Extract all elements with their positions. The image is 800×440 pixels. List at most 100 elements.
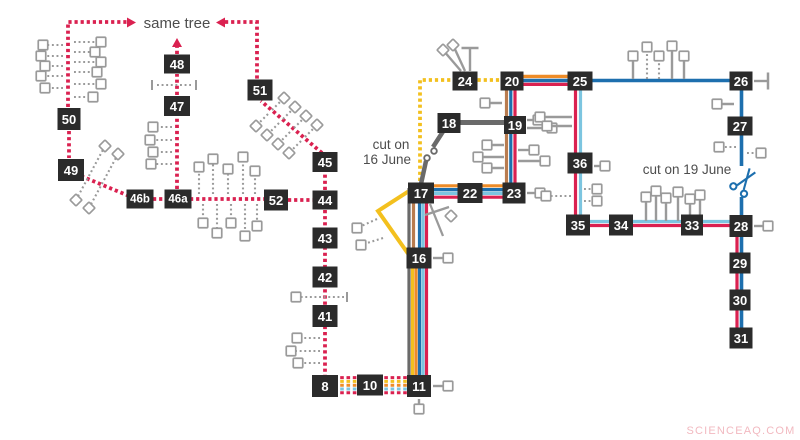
- node-label: 42: [318, 270, 332, 285]
- node-box: [500, 71, 524, 91]
- leaf-square: [641, 41, 653, 53]
- node-label: 36: [573, 156, 587, 171]
- node-label: 46b: [130, 194, 150, 206]
- leaf-square: [225, 217, 237, 229]
- leaf-diamond: [282, 146, 296, 160]
- node-46b: 46b: [126, 189, 154, 209]
- node-34: 34: [609, 214, 633, 236]
- leaf-square: [95, 56, 107, 68]
- annotation-same-tree: same tree: [144, 15, 211, 32]
- leaf-square: [528, 144, 540, 156]
- node-16: 16: [406, 247, 432, 269]
- leaf-square: [599, 160, 611, 172]
- node-label: 28: [734, 219, 748, 234]
- node-box: [504, 116, 526, 134]
- leaf-square: [666, 40, 678, 52]
- leaf-square: [640, 191, 652, 203]
- arrowhead-left-icon: [216, 17, 225, 28]
- leaf-square: [591, 183, 603, 195]
- node-36: 36: [567, 152, 593, 174]
- leaf-square: [660, 192, 672, 204]
- node-20: 20: [500, 71, 524, 91]
- node-box: [164, 189, 192, 209]
- node-box: [437, 113, 461, 133]
- node-box: [312, 190, 338, 210]
- node-box: [729, 289, 751, 311]
- leaf-diamond: [111, 147, 125, 161]
- leaf-square: [481, 139, 493, 151]
- leaf-diamond: [277, 91, 291, 105]
- leaf-square: [541, 120, 553, 132]
- node-box: [264, 189, 288, 211]
- leaf-square: [678, 50, 690, 62]
- node-18: 18: [437, 113, 461, 133]
- leaf-square: [540, 190, 552, 202]
- connection-line-red: [80, 174, 130, 198]
- node-30: 30: [729, 289, 751, 311]
- node-label: 41: [318, 309, 332, 324]
- leaf-square: [144, 134, 156, 146]
- leaf-square: [413, 403, 425, 415]
- node-label: 20: [505, 74, 519, 89]
- connection-line-red: [259, 99, 324, 155]
- node-box: [502, 182, 526, 204]
- connection-line-red: [66, 20, 127, 107]
- leaf-square: [39, 60, 51, 72]
- leaf-square: [627, 50, 639, 62]
- leaf-square: [35, 70, 47, 82]
- node-box: [312, 227, 338, 249]
- node-label: 33: [685, 218, 699, 233]
- connection-line-dgray: [418, 160, 429, 185]
- node-box: [729, 215, 753, 237]
- node-label: 24: [458, 74, 473, 89]
- leaf-square: [197, 217, 209, 229]
- node-24: 24: [452, 71, 478, 91]
- leaf-square: [91, 66, 103, 78]
- node-23: 23: [502, 182, 526, 204]
- node-48: 48: [164, 54, 190, 74]
- node-43: 43: [312, 227, 338, 249]
- node-box: [164, 54, 190, 74]
- node-box: [126, 189, 154, 209]
- node-label: 30: [733, 293, 747, 308]
- node-label: 51: [253, 83, 267, 98]
- node-box: [681, 214, 703, 236]
- node-box: [457, 183, 483, 203]
- leaf-square: [193, 161, 205, 173]
- node-label: 27: [733, 119, 747, 134]
- watermark: SCIENCEAQ.COM: [686, 425, 795, 437]
- connection-line-gold: [375, 189, 411, 257]
- node-45: 45: [312, 152, 338, 172]
- node-label: 17: [414, 186, 428, 201]
- arrowhead-right-icon: [127, 17, 136, 28]
- leaf-diamond: [271, 137, 285, 151]
- leaf-diamond: [260, 128, 274, 142]
- leaf-square: [95, 36, 107, 48]
- leaf-square: [713, 141, 725, 153]
- leaf-stalk-dotted: [75, 145, 106, 201]
- node-label: 44: [318, 193, 333, 208]
- leaf-square: [291, 332, 303, 344]
- node-49: 49: [58, 159, 84, 181]
- node-label: 19: [508, 118, 522, 133]
- node-box: [357, 374, 383, 396]
- leaf-diamond: [98, 139, 112, 153]
- connection-line-gray: [424, 205, 450, 217]
- leaf-square: [87, 91, 99, 103]
- node-label: 8: [321, 379, 328, 394]
- node-11: 11: [407, 375, 431, 397]
- node-26: 26: [729, 71, 753, 91]
- node-label: 35: [571, 218, 585, 233]
- connection-line-gold: [418, 78, 503, 181]
- node-31: 31: [729, 327, 753, 349]
- node-box: [312, 266, 338, 288]
- leaf-square: [653, 50, 665, 62]
- leaf-diamond: [310, 118, 324, 132]
- leaf-square: [694, 189, 706, 201]
- node-label: 45: [318, 155, 332, 170]
- leaf-diamond: [249, 119, 263, 133]
- leaf-square: [207, 153, 219, 165]
- node-46a: 46a: [164, 189, 192, 209]
- arrowhead-up-icon: [172, 38, 182, 47]
